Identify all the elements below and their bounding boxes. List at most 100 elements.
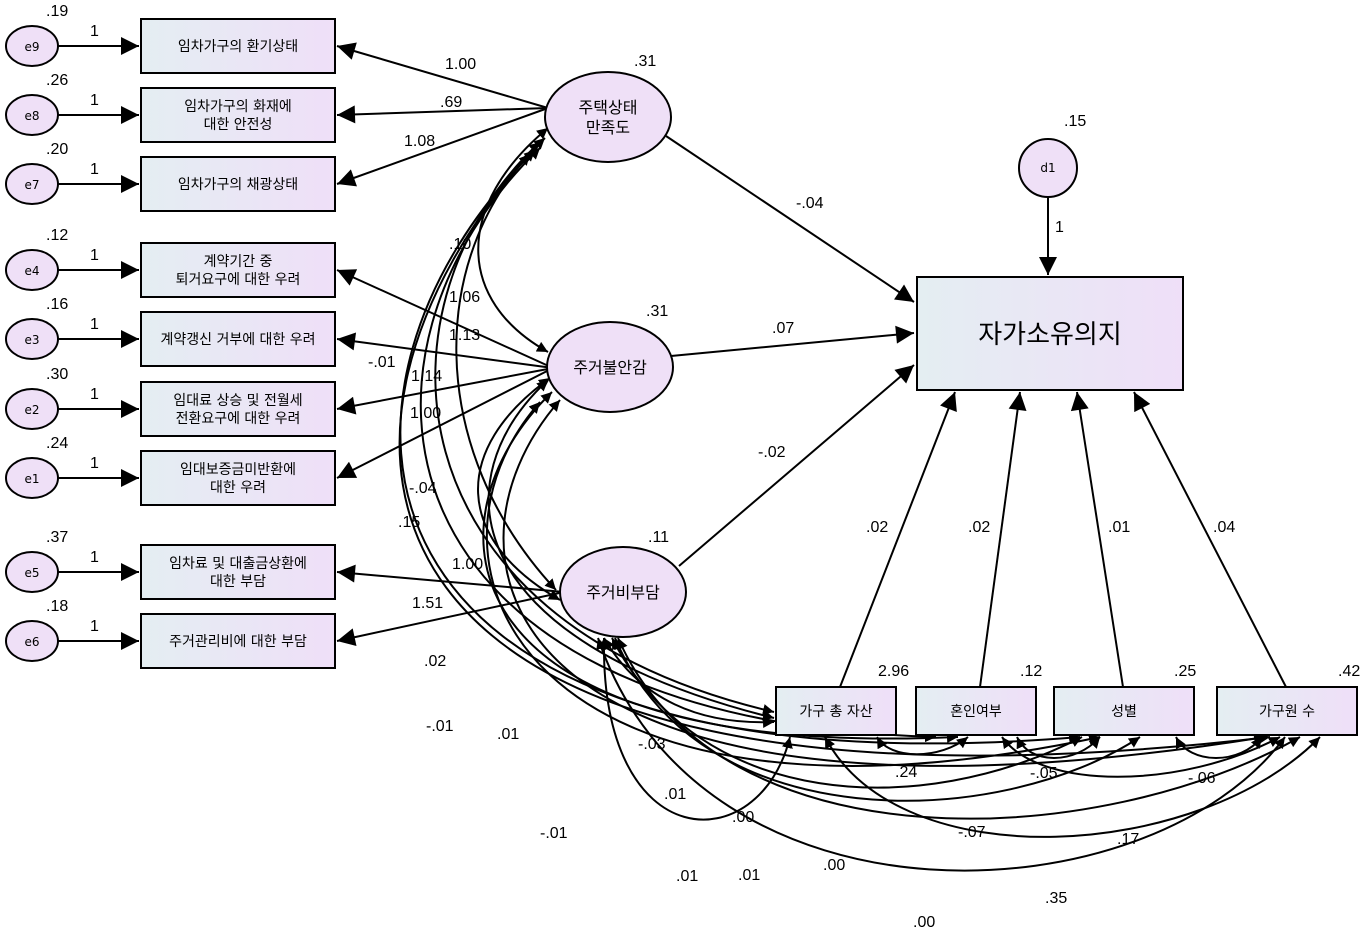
error-label: e3	[24, 333, 39, 347]
control-path-arrow	[1133, 391, 1287, 688]
error-label: e6	[24, 635, 39, 649]
covariance-coef: .00	[913, 914, 935, 929]
indicator-label: 대한 부담	[210, 574, 266, 590]
error-e2[interactable]: e2	[5, 388, 59, 430]
covariance-curve	[596, 637, 1286, 872]
error-path-label: 1	[90, 92, 99, 109]
latent-ellipse	[559, 546, 687, 638]
indicator-label: 주거관리비에 대한 부담	[169, 634, 307, 650]
error-variance: .19	[46, 3, 68, 20]
control-variance: .12	[1020, 663, 1042, 680]
latent-label: 만족도	[586, 118, 630, 137]
error-e5[interactable]: e5	[5, 551, 59, 593]
error-circle	[5, 249, 59, 291]
covariance-coef: -.06	[1188, 770, 1216, 787]
structural-path-arrow	[678, 364, 915, 567]
control-box	[915, 686, 1037, 736]
structural-path-coef: -.02	[758, 444, 786, 461]
error-e3[interactable]: e3	[5, 318, 59, 360]
error-path-label: 1	[90, 618, 99, 635]
indicator-e7[interactable]: 임차가구의 채광상태	[140, 156, 336, 212]
loading-arrow	[336, 367, 554, 415]
indicator-box	[140, 242, 336, 298]
loading-coef: 1.00	[445, 56, 476, 73]
error-e1[interactable]: e1	[5, 457, 59, 499]
loading-coef: 1.06	[449, 289, 480, 306]
control-variable-1[interactable]: 가구 총 자산	[775, 686, 897, 736]
covariance-coef: -.01	[426, 718, 454, 735]
indicator-label: 임차가구의 환기상태	[178, 39, 298, 55]
control-variable-4[interactable]: 가구원 수	[1216, 686, 1358, 736]
path-layer	[58, 37, 1287, 688]
error-e9[interactable]: e9	[5, 25, 59, 67]
control-box	[775, 686, 897, 736]
outcome-variable[interactable]: 자가소유의지	[916, 276, 1184, 391]
structural-path-coef: .07	[772, 320, 794, 337]
structural-path-arrow	[665, 135, 915, 303]
latent-l2[interactable]: 주거불안감	[546, 321, 674, 413]
indicator-label: 계약갱신 거부에 대한 우려	[160, 332, 315, 348]
error-label: e9	[24, 40, 39, 54]
covariance-coef: .10	[449, 236, 471, 253]
covariance-curve	[419, 147, 937, 743]
structural-path-coef: -.04	[796, 195, 824, 212]
error-circle	[5, 620, 59, 662]
error-circle	[5, 457, 59, 499]
covariance-coef: -.04	[409, 480, 437, 497]
control-path-arrow	[979, 391, 1027, 688]
loading-coef: 1.51	[412, 595, 443, 612]
error-e8[interactable]: e8	[5, 94, 59, 136]
indicator-label: 전환요구에 대한 우려	[176, 411, 301, 427]
control-path-arrow	[1070, 391, 1124, 688]
control-box	[1216, 686, 1358, 736]
error-path-label: 1	[90, 247, 99, 264]
latent-label: 주거비부담	[586, 583, 660, 602]
covariance-curve	[876, 736, 969, 756]
indicator-e6[interactable]: 주거관리비에 대한 부담	[140, 613, 336, 669]
control-label: 가구원 수	[1259, 704, 1315, 720]
indicator-e3[interactable]: 계약갱신 거부에 대한 우려	[140, 311, 336, 367]
loading-arrow	[336, 105, 549, 124]
control-variable-3[interactable]: 성별	[1053, 686, 1195, 736]
loading-coef: 1.00	[452, 556, 483, 573]
latent-variance: .11	[648, 529, 669, 546]
covariance-curve	[485, 401, 1101, 767]
control-path-coef: .02	[866, 519, 888, 536]
error-label: e5	[24, 566, 39, 580]
loading-coef: 1.14	[411, 368, 442, 385]
loading-coef: 1.00	[410, 405, 441, 422]
indicator-box	[140, 613, 336, 669]
covariance-coef: -.05	[1030, 765, 1058, 782]
error-variance: .26	[46, 72, 68, 89]
error-path-label: 1	[90, 455, 99, 472]
error-path-label: 1	[90, 161, 99, 178]
error-e4[interactable]: e4	[5, 249, 59, 291]
covariance-layer	[398, 127, 1321, 872]
control-variable-2[interactable]: 혼인여부	[915, 686, 1037, 736]
error-e6[interactable]: e6	[5, 620, 59, 662]
loading-coef: .69	[440, 94, 462, 111]
control-path-arrow	[839, 391, 957, 688]
indicator-e9[interactable]: 임차가구의 환기상태	[140, 18, 336, 74]
error-variance: .24	[46, 435, 68, 452]
residual-d1[interactable]: d1	[1018, 138, 1078, 198]
indicator-box	[140, 156, 336, 212]
error-circle	[5, 318, 59, 360]
error-e7[interactable]: e7	[5, 163, 59, 205]
error-variance: .16	[46, 296, 68, 313]
indicator-label: 대한 우려	[210, 480, 266, 496]
latent-ellipse	[544, 71, 672, 163]
covariance-coef: .01	[676, 868, 698, 885]
covariance-coef: .01	[497, 726, 519, 743]
loading-arrow	[336, 591, 565, 646]
latent-l3[interactable]: 주거비부담	[559, 546, 687, 638]
covariance-coef: .00	[732, 809, 754, 826]
residual-path-label: 1	[1055, 219, 1064, 236]
